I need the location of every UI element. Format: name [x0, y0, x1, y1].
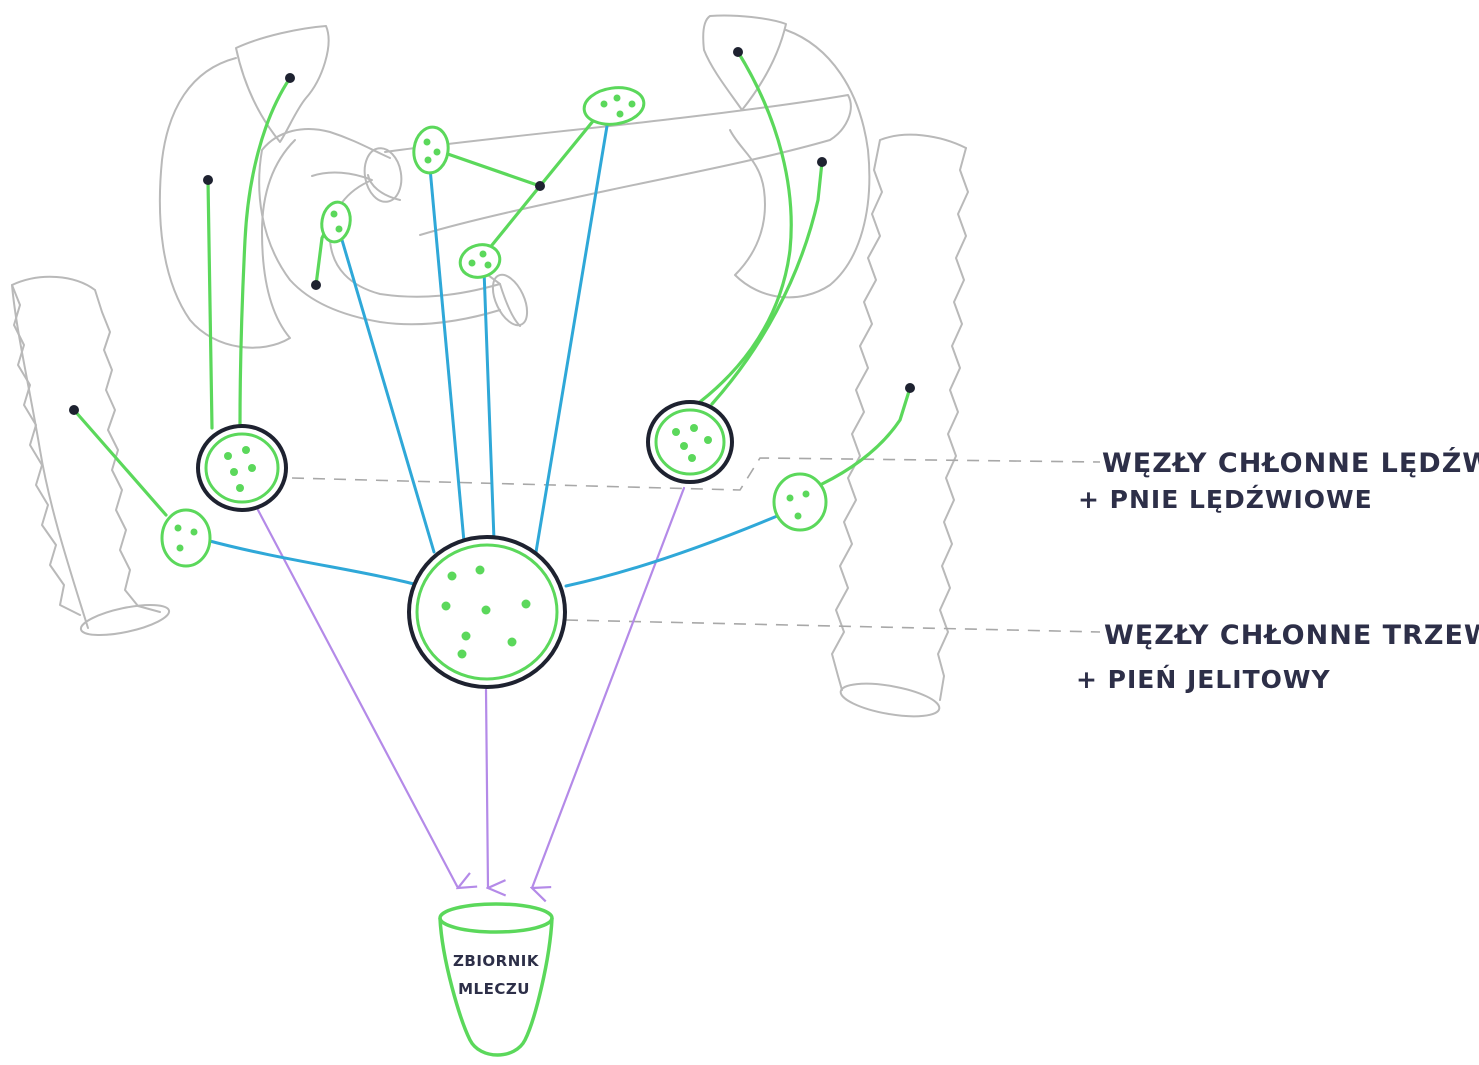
lymph-node-small [772, 472, 828, 532]
label-celiac-nodes: WĘZŁY CHŁONNE TRZEWNE [1104, 620, 1479, 651]
label-lumbar-nodes: WĘZŁY CHŁONNE LĘDŹWIOWE [1102, 447, 1479, 479]
green-vessel-9 [820, 386, 912, 486]
vessel-origin-dots [69, 47, 915, 415]
blue-vessel-2 [428, 166, 466, 544]
cisterna-chyli [438, 902, 554, 1057]
green-vessels [72, 50, 912, 517]
colon-right-cut-end [839, 682, 941, 718]
kidney-left [158, 57, 296, 349]
leader-lines [291, 457, 1101, 633]
green-vessel-7 [690, 50, 793, 410]
adrenal-gland-left [235, 25, 330, 143]
origin-dot [733, 47, 743, 57]
purple-vessel-center [484, 688, 488, 888]
green-vessel-2 [238, 76, 292, 428]
leader-line-lumbar [291, 457, 1101, 491]
blue-vessel-3 [482, 268, 496, 542]
lumbar-node-left [196, 424, 288, 512]
blue-vessel-right-branch [564, 512, 784, 588]
colon-right-wavy [937, 147, 969, 701]
colon-right [831, 133, 967, 691]
small-lymph-nodes [160, 86, 828, 568]
origin-dot [69, 405, 79, 415]
colon-left-cut-end [79, 603, 171, 637]
blue-vessel-1 [340, 238, 436, 554]
origin-dot [817, 157, 827, 167]
origin-dot [285, 73, 295, 83]
purple-vessels [256, 486, 686, 888]
label-intestinal-trunk: + PIEŃ JELITOWY [1076, 665, 1331, 694]
duodenum-cut-end [363, 147, 403, 203]
origin-dot [311, 280, 321, 290]
lymph-node-small [412, 125, 450, 175]
jejunum-cut-end [491, 273, 529, 327]
lymph-node-small [458, 243, 502, 279]
green-vessel-6 [486, 184, 542, 252]
lumbar-node-right [646, 400, 734, 484]
green-vessel-1 [206, 178, 214, 430]
blue-vessel-4 [534, 118, 610, 554]
purple-vessel-left [256, 508, 458, 888]
lymph-node-small [582, 86, 646, 126]
green-vessel-3 [72, 408, 168, 517]
purple-vessel-right [532, 486, 686, 888]
reservoir-label-line1: ZBIORNIK [453, 952, 540, 970]
pancreas [367, 94, 852, 236]
green-vessel-8 [710, 160, 824, 406]
lymph-node-small [160, 508, 212, 568]
celiac-node-central [407, 535, 567, 689]
colon-left-wavy [11, 284, 81, 616]
adrenal-gland-right [702, 14, 787, 111]
origin-dot [535, 181, 545, 191]
lymph-node-small [320, 200, 352, 244]
blue-vessel-left-branch [204, 538, 416, 586]
blue-vessels [204, 118, 784, 588]
label-lumbar-trunks: + PNIE LĘDŹWIOWE [1078, 485, 1373, 514]
green-vessel-5 [440, 113, 600, 188]
origin-dot [905, 383, 915, 393]
leader-line-celiac [565, 619, 1101, 633]
organ-outlines [11, 14, 969, 718]
reservoir-label-line2: MLECZU [458, 980, 530, 998]
origin-dot [203, 175, 213, 185]
kidney-right [729, 29, 871, 299]
